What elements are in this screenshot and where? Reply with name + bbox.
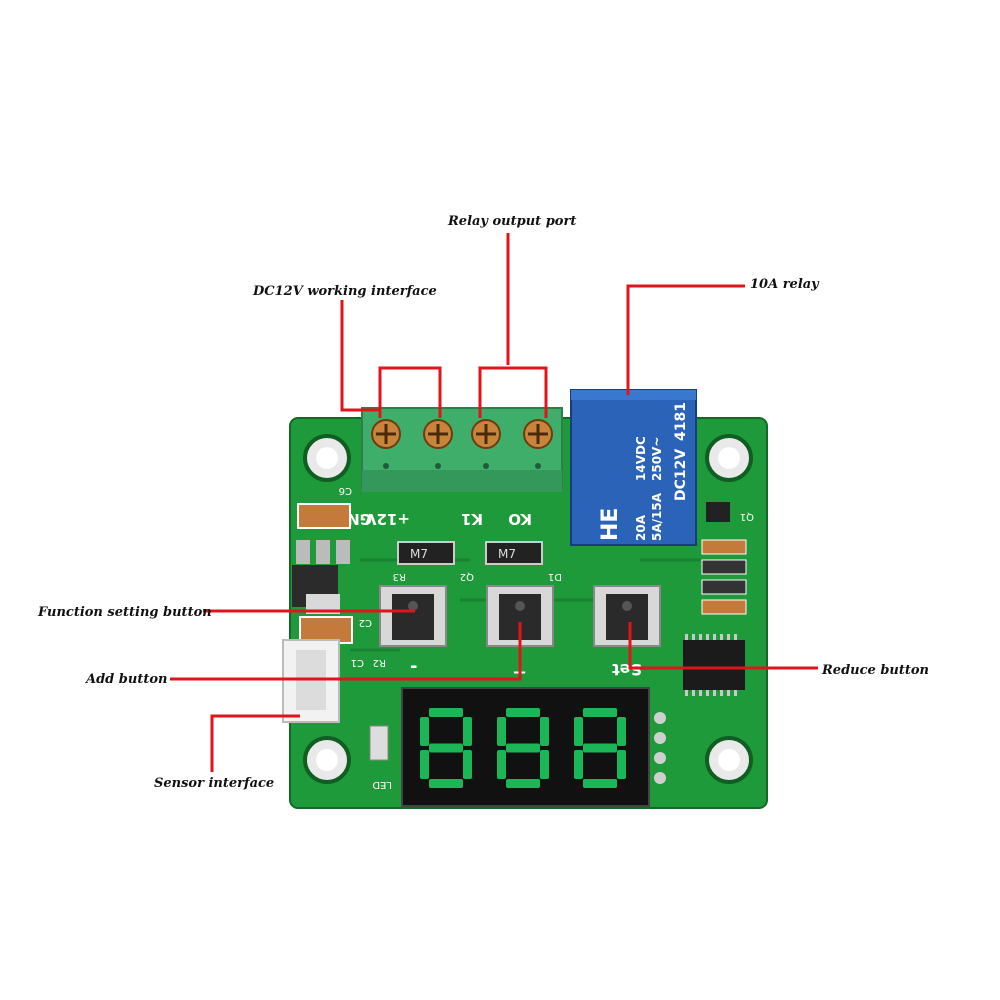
callout-sensor-interface: Sensor interface [154,776,275,791]
terminal-base [362,470,562,492]
add-button [486,585,554,647]
callout-function-button: Function setting button [38,605,212,620]
display-segment [583,779,617,788]
callout-relay-output-port: Relay output port [448,214,577,229]
display-segment [420,717,429,746]
display-segment [429,708,463,717]
leader-dc12v-stem [340,300,380,412]
capacitor-c2-area [299,616,353,644]
leader-relay-10a [626,284,745,395]
display-segment [617,717,626,746]
display-segment [420,750,429,779]
mark-minus: - [410,656,417,677]
microcontroller-chip [683,634,745,696]
relay-part-no: 4181 [673,402,689,441]
relay-model: DC12V [673,449,689,501]
silk-r2: R2 [373,657,386,668]
display-segment [540,750,549,779]
display-segment [574,717,583,746]
display-digit [574,708,626,788]
display-digit [420,708,472,788]
silk-q1: Q1 [740,511,754,522]
display-segment [583,708,617,717]
label-k1: K1 [461,510,483,528]
tact-buttons [379,585,661,647]
display-segment [429,743,463,753]
mounting-hole-bottom-right-center [718,749,740,771]
left-components [292,503,353,644]
chip-m7-a: M7 [410,547,428,561]
callout-add-button: Add button [86,672,168,687]
display-segment [540,717,549,746]
display-segment [574,750,583,779]
silk-led: LED [372,779,392,790]
relay-current-main: 20A [634,514,648,541]
leader-reduce-button [628,622,818,670]
transistor-q1 [706,502,730,522]
function-setting-button [379,585,447,647]
silk-r3: R3 [393,571,406,582]
silk-c1: C1 [351,657,364,668]
display-segment [497,717,506,746]
relay-housing [570,389,697,546]
sensor-connector [282,639,340,723]
relay-current-alt: 5A/15A [650,492,664,541]
capacitor-c6 [297,503,351,529]
relay-10a: HE 20A 5A/15A 14VDC 250V~ DC12V 4181 [570,389,697,546]
terminal-screw-1 [371,419,401,449]
silk-d1: D1 [548,571,562,582]
reduce-button [593,585,661,647]
display-segment [429,779,463,788]
right-components [369,502,747,761]
display-segment [497,750,506,779]
leader-lines [170,233,818,772]
mark-set: Set [612,660,642,679]
display-digit [497,708,549,788]
callout-dc12v-interface: DC12V working interface [253,284,437,299]
seven-segment-display [401,687,650,807]
display-segment [506,743,540,753]
mounting-hole-top-left-center [316,447,338,469]
silk-c2: C2 [359,617,372,628]
regulator-tab [306,594,340,614]
chip-m7-b: M7 [498,547,516,561]
display-segment [506,779,540,788]
display-digits [420,708,626,788]
leader-relay-output-bracket [478,366,548,418]
diode-chips: M7 M7 [397,541,543,565]
relay-rating-ac: 250V~ [650,437,664,481]
silk-c6: C6 [339,485,352,496]
callout-reduce-button: Reduce button [822,663,930,678]
display-segment [463,717,472,746]
display-segment [506,708,540,717]
display-header-pins [654,712,666,784]
leader-sensor-interface [210,714,300,772]
terminal-screw-2 [423,419,453,449]
display-segment [463,750,472,779]
label-plus12v: +12V [365,510,410,528]
relay-brand: HE [598,508,623,541]
leader-add-button [170,622,522,681]
screw-terminal-block [361,407,563,492]
terminal-screw-4 [523,419,553,449]
mounting-hole-top-right-center [718,447,740,469]
terminal-screw-3 [471,419,501,449]
status-led [369,725,389,761]
display-segment [583,743,617,753]
callout-relay-10a: 10A relay [750,277,819,292]
silk-q2: Q2 [460,571,474,582]
mounting-hole-bottom-left-center [316,749,338,771]
label-ko: KO [508,510,532,528]
mounting-holes [303,434,753,784]
display-segment [617,750,626,779]
leader-dc12v-bracket [378,366,442,418]
relay-rating-dc: 14VDC [634,436,648,481]
